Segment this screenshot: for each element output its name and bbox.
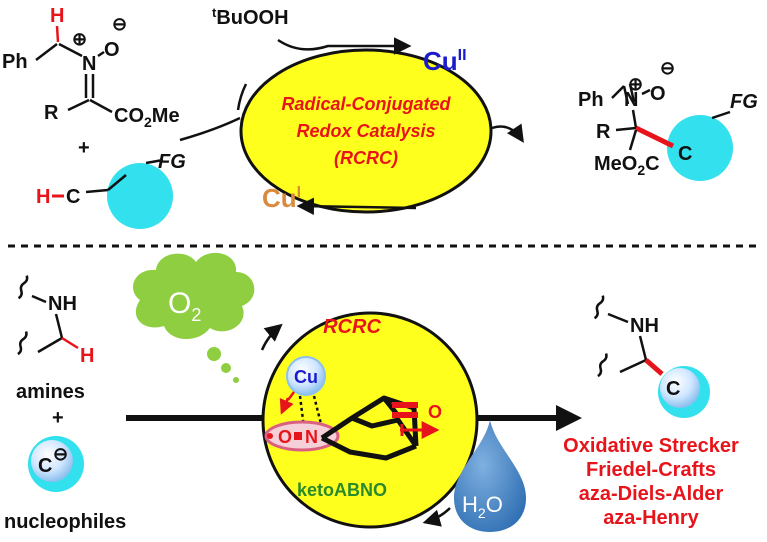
top-ch-substrate: H C FG <box>36 151 186 229</box>
o2-cloud: O2 <box>133 252 255 383</box>
top-plus-sign: + <box>78 137 90 159</box>
cycle-exit-arrow <box>491 123 524 143</box>
main-arrow-head <box>556 405 582 431</box>
reactant-o-minus: ⊖ <box>112 14 127 34</box>
bottom-plus-sign: + <box>52 407 64 429</box>
cycle-yellow-ellipse <box>239 48 493 214</box>
cu-reduction-arrow <box>296 197 417 215</box>
reactant-ph: Ph <box>2 51 28 73</box>
reaction-list-item: aza-Henry <box>603 507 699 529</box>
product-c: C <box>666 378 680 400</box>
top-product: Ph ⊕ N O ⊖ R MeO2C C FG <box>578 58 758 181</box>
product-c-atom: C <box>678 143 692 165</box>
radical-n: N <box>305 427 318 447</box>
cycle-left-bend <box>236 83 248 111</box>
h2o-label: H2O <box>462 492 503 521</box>
nucleophile-sphere-group: C ⊖ <box>28 436 84 492</box>
nucleophiles-label: nucleophiles <box>4 511 126 533</box>
substrate-fg-label: FG <box>158 151 186 173</box>
new-cc-bond <box>634 125 675 149</box>
reactant-r-group: R <box>44 102 59 124</box>
reactant-h-atom: H <box>50 5 64 27</box>
reactant-o-atom: O <box>104 39 120 61</box>
oxidant-arrow <box>277 37 412 55</box>
bottom-product: NH C <box>593 295 710 418</box>
h2o-exit-arrow <box>422 507 451 527</box>
cu2-label: CuII <box>423 46 467 76</box>
reactant-ester: CO2Me <box>114 105 180 130</box>
o2-label: O2 <box>168 287 201 325</box>
substrate-c-atom: C <box>66 186 80 208</box>
top-reactant-nitrone: H Ph ⊕ N ⊖ O R CO2Me <box>2 5 180 130</box>
cycle-entry-arrow <box>179 116 241 142</box>
product-n-atom: N <box>624 89 638 111</box>
amine-nh: NH <box>48 293 77 315</box>
radical-o: O <box>278 427 292 447</box>
bottom-amine: NH H <box>17 275 94 367</box>
product-r-group: R <box>596 121 611 143</box>
ketoabno-label: ketoABNO <box>297 480 387 500</box>
h2o-drop: H2O <box>454 420 526 532</box>
product-ester: MeO2C <box>594 153 660 178</box>
reactant-n-atom: N <box>82 53 96 75</box>
nucleophile-c: C <box>38 455 52 477</box>
keto-o: O <box>428 402 442 422</box>
oxidant-label: tBuOOH <box>212 5 289 29</box>
cycle-title-line3: (RCRC) <box>334 148 398 168</box>
reactant-n-plus: ⊕ <box>72 29 87 49</box>
amine-h-atom: H <box>80 345 94 367</box>
product-nh: NH <box>630 315 659 337</box>
product-o-atom: O <box>650 83 666 105</box>
amines-label: amines <box>16 381 85 403</box>
nucleophile-minus: ⊖ <box>53 444 68 464</box>
reaction-list-item: aza-Diels-Alder <box>579 483 724 505</box>
cu1-label: CuI <box>262 183 301 213</box>
cycle-title-line2: Redox Catalysis <box>296 121 435 141</box>
substrate-h-atom: H <box>36 186 50 208</box>
product-n-plus: ⊕ <box>628 74 643 94</box>
product-fg-label: FG <box>730 91 758 113</box>
cu-ball <box>286 356 326 396</box>
product-o-minus: ⊖ <box>660 58 675 78</box>
cycle-title-line1: Radical-Conjugated <box>281 94 451 114</box>
reaction-list-item: Friedel-Crafts <box>586 459 716 481</box>
rcrc-label: RCRC <box>323 316 381 338</box>
substrate-sphere <box>107 163 173 229</box>
cu-ball-label: Cu <box>294 367 318 387</box>
o2-entry-arrow <box>260 323 283 351</box>
top-catalytic-cycle: Radical-Conjugated Redox Catalysis (RCRC… <box>179 37 524 215</box>
product-sphere <box>667 115 733 181</box>
product-ph: Ph <box>578 89 604 111</box>
reaction-list-item: Oxidative Strecker <box>563 435 739 457</box>
